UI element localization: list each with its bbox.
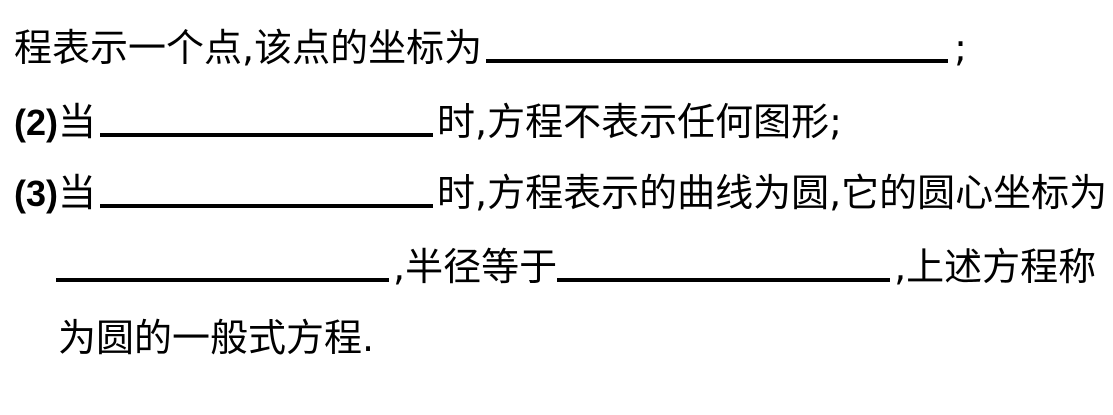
item-number-3: (3) [14, 173, 58, 214]
item-number-2: (2) [14, 102, 58, 143]
line-1-text-before: 程表示一个点,该点的坐标为 [14, 26, 483, 70]
line-4: ,半径等于 ,上述方程称 [56, 237, 1096, 297]
answer-blank-circle-condition[interactable] [100, 168, 434, 208]
answer-blank-radius[interactable] [557, 242, 891, 282]
line-2-text-after: 时,方程不表示任何图形; [437, 100, 842, 144]
answer-blank-circle-center[interactable] [56, 242, 389, 282]
line-1-text-after: ; [954, 26, 967, 70]
line-4-text-mid: ,半径等于 [393, 245, 558, 289]
line-3: (3) 当 时,方程表示的曲线为圆,它的圆心坐标为 [14, 163, 1107, 223]
line-4-text-after: ,上述方程称 [894, 245, 1097, 289]
answer-blank-point-coordinates[interactable] [486, 23, 949, 63]
line-2-text-before: 当 [58, 100, 97, 144]
answer-blank-no-graph-condition[interactable] [100, 97, 434, 137]
line-2: (2) 当 时,方程不表示任何图形; [14, 92, 842, 152]
line-5-text: 为圆的一般式方程. [58, 316, 375, 360]
line-3-text-before: 当 [58, 171, 97, 215]
line-1: 程表示一个点,该点的坐标为 ; [14, 18, 967, 78]
line-5: 为圆的一般式方程. [58, 308, 374, 368]
line-3-text-after: 时,方程表示的曲线为圆,它的圆心坐标为 [437, 171, 1108, 215]
